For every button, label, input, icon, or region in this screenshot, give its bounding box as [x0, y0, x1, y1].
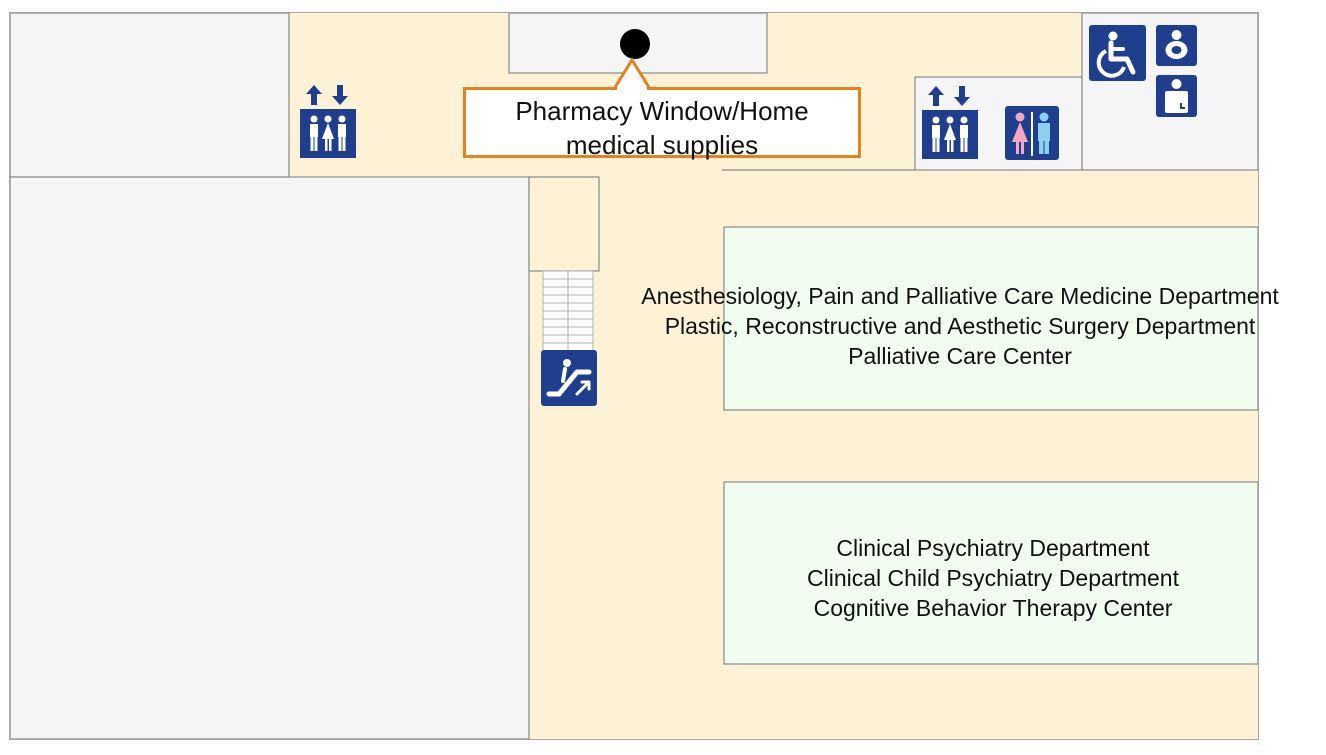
department-2-line-3: Cognitive Behavior Therapy Center: [813, 595, 1173, 621]
callout-line-2: medical supplies: [565, 130, 759, 160]
callout-pointer-join: [617, 87, 647, 91]
department-1-line-1: Anesthesiology, Pain and Palliative Care…: [641, 283, 1279, 309]
elevator-icon: [300, 85, 356, 158]
department-room-2[interactable]: [723, 481, 1259, 665]
pharmacy-callout[interactable]: Pharmacy Window/Home medical supplies: [463, 87, 861, 160]
ostomate-icon: [1156, 75, 1197, 117]
department-1-line-2: Plastic, Reconstructive and Aesthetic Su…: [664, 313, 1256, 339]
elevator-icon: [922, 86, 978, 159]
department-2-line-2: Clinical Child Psychiatry Department: [807, 565, 1179, 591]
restroom-icon: [1005, 106, 1059, 160]
callout-line-1: Pharmacy Window/Home: [515, 96, 809, 126]
department-2-line-1: Clinical Psychiatry Department: [836, 535, 1150, 561]
department-1-line-3: Palliative Care Center: [848, 343, 1072, 369]
wheelchair-icon[interactable]: [1089, 25, 1146, 81]
escalator-icon: [541, 350, 597, 406]
department-room-1[interactable]: [723, 226, 1259, 411]
room-left-large: [9, 176, 530, 740]
room-top-left: [9, 12, 290, 178]
department-label-2: Clinical Psychiatry Department Clinical …: [743, 533, 1243, 623]
location-marker: [620, 29, 650, 59]
baby-care-icon: [1156, 25, 1197, 66]
escalator-shaft: [528, 176, 600, 272]
stairs: [542, 270, 594, 352]
department-label-1: Anesthesiology, Pain and Palliative Care…: [610, 281, 1310, 371]
